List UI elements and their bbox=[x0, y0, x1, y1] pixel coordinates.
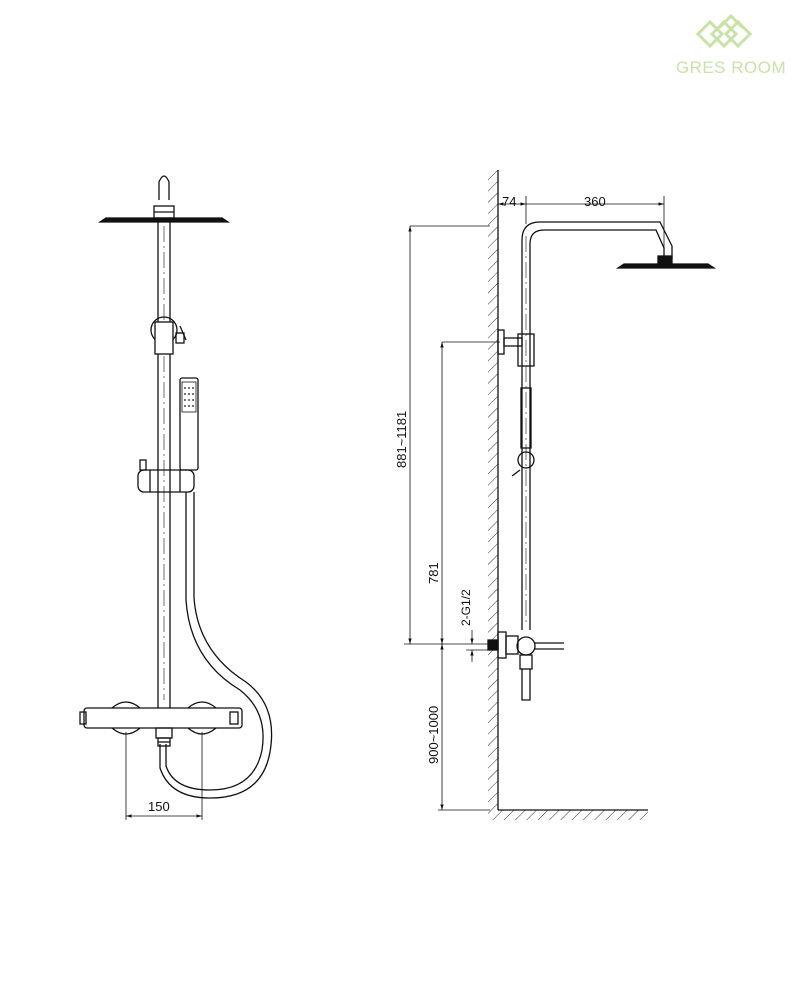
brand-logo: GRES ROOM bbox=[664, 12, 798, 82]
hand-shower bbox=[179, 377, 199, 471]
dim-width-label: 150 bbox=[148, 799, 170, 814]
side-rain-head bbox=[615, 263, 717, 269]
side-mixer-plate bbox=[497, 631, 507, 659]
dim-arm-length-label: 360 bbox=[584, 194, 606, 209]
top-cap bbox=[158, 175, 170, 200]
shower-hose bbox=[165, 492, 264, 791]
dim-floor-height-label: 900~1000 bbox=[426, 706, 441, 764]
rain-shower-head bbox=[97, 217, 231, 223]
floor-hatch bbox=[488, 810, 648, 820]
hand-shower-nozzles bbox=[184, 387, 194, 407]
front-view bbox=[79, 175, 273, 820]
side-mixer-body bbox=[516, 636, 536, 656]
flow-knob bbox=[187, 701, 217, 709]
mixer-outlet bbox=[155, 727, 173, 739]
wall-hatch bbox=[488, 170, 498, 810]
side-outlet bbox=[521, 669, 531, 701]
diamond-logo-icon bbox=[695, 13, 753, 49]
side-riser-arm bbox=[521, 221, 673, 630]
side-slider bbox=[517, 451, 535, 469]
side-hand-shower bbox=[520, 387, 532, 449]
dim-arm-offset-label: 74 bbox=[502, 194, 516, 209]
dim-inlet-label: 2-G1/2 bbox=[459, 589, 473, 626]
side-view bbox=[404, 170, 717, 820]
temperature-knob bbox=[111, 701, 141, 709]
slider-holder bbox=[137, 469, 195, 493]
thermostatic-mixer bbox=[83, 707, 243, 729]
dim-total-height-label: 881~1181 bbox=[394, 411, 409, 468]
brand-name: GRES ROOM bbox=[675, 58, 787, 77]
dim-bracket-height-label: 781 bbox=[426, 562, 441, 584]
